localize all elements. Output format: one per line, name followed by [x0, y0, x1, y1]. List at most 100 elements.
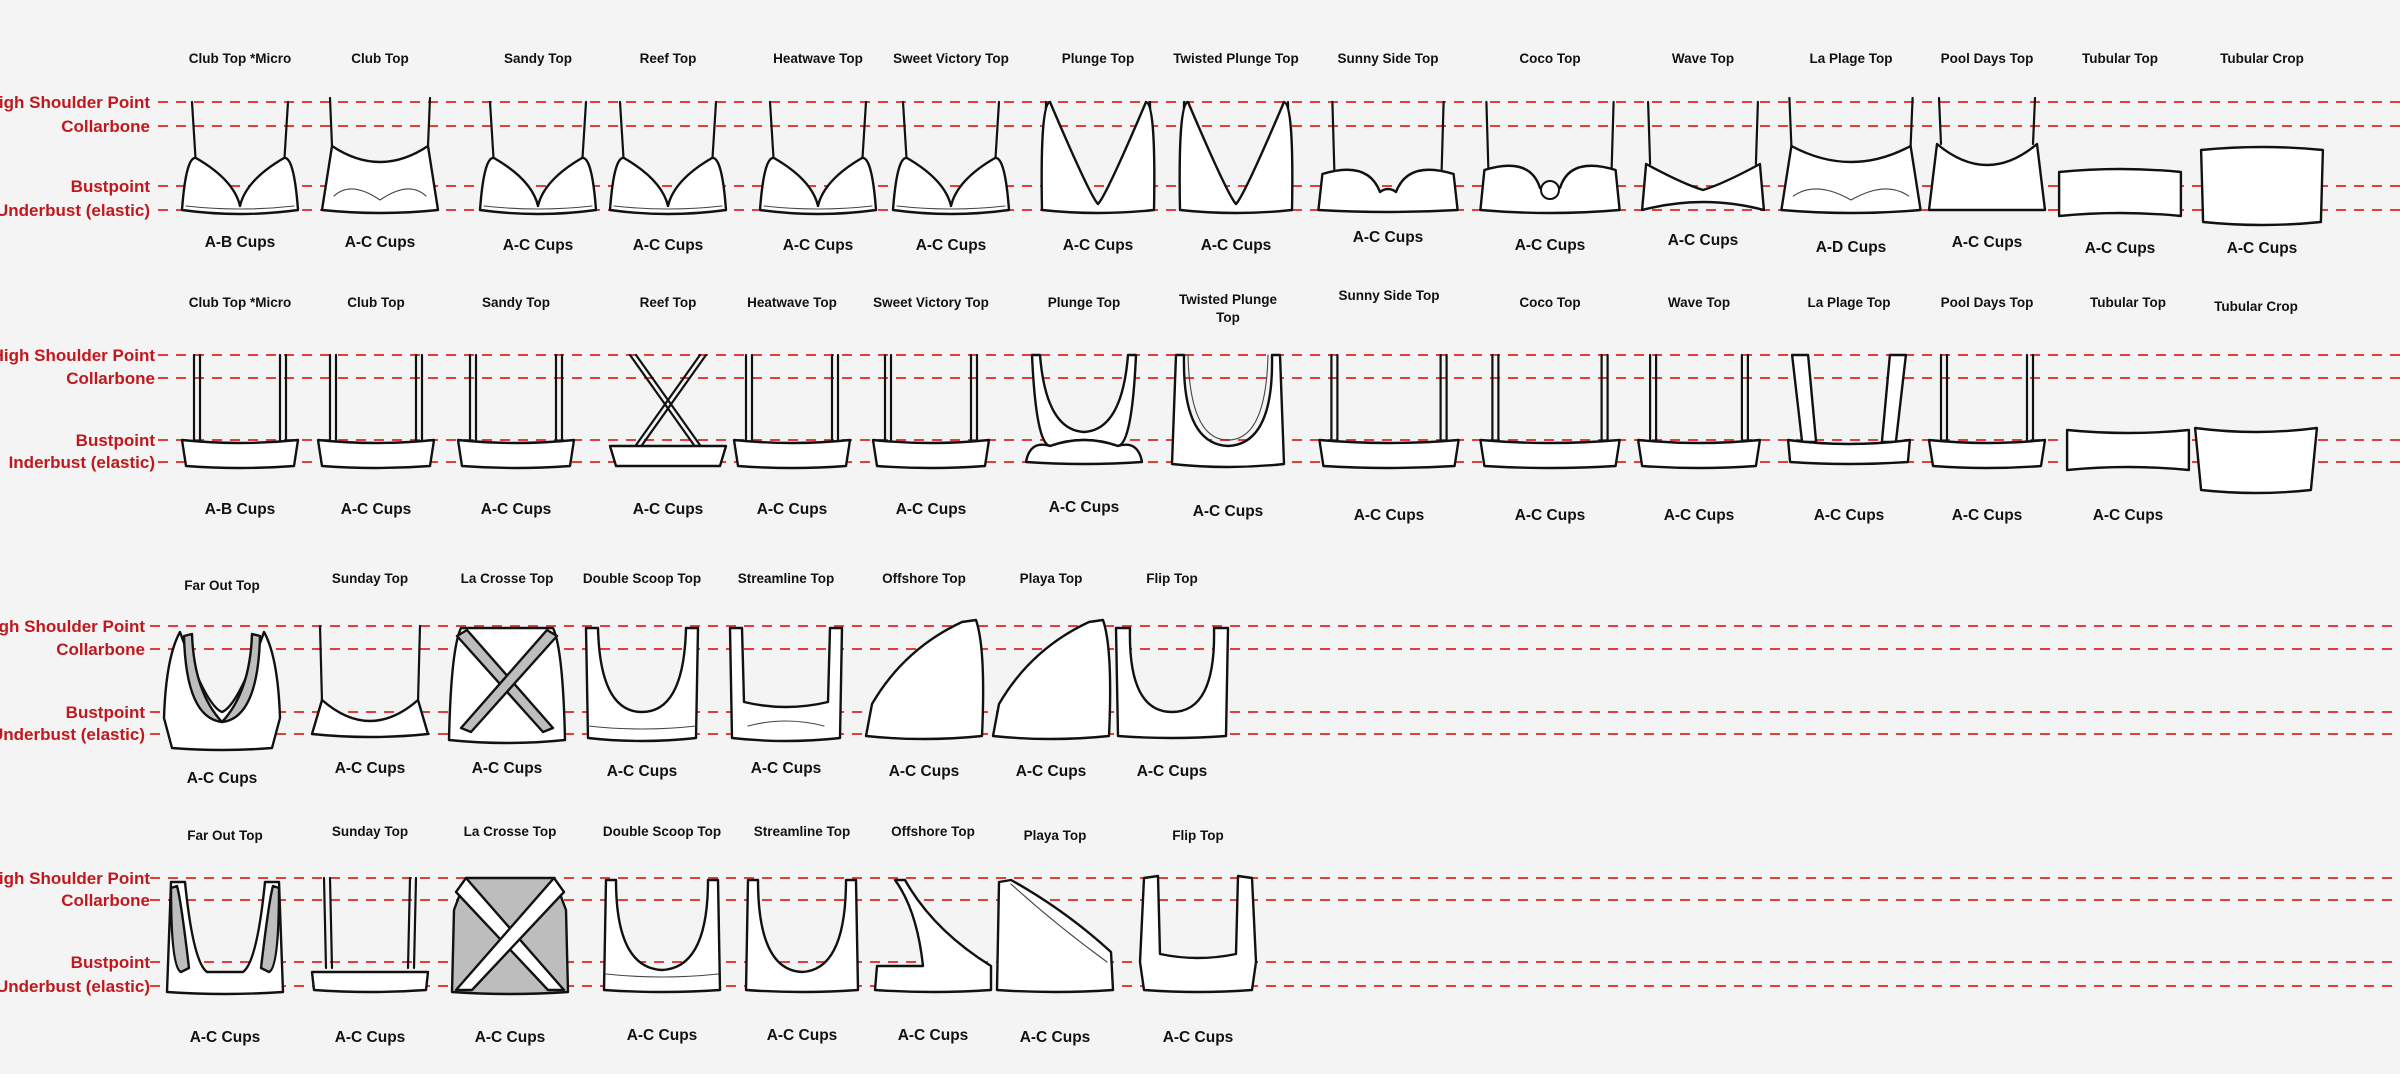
item-name-front-2-6: Playa Top — [1020, 571, 1083, 586]
garment-front-1-10 — [1640, 100, 1766, 212]
garment-front-2-1 — [310, 624, 430, 739]
item-name-back-1-6: Plunge Top — [1048, 295, 1121, 310]
item-name-front-1-7: Twisted Plunge Top — [1173, 51, 1299, 66]
item-name-back-1-14: Tubular Crop — [2214, 299, 2298, 314]
garment-back-1-12 — [1927, 353, 2047, 470]
cup-size-back-2-2: A-C Cups — [475, 1029, 546, 1046]
ref-label-back-1-1: Collarbone — [66, 369, 155, 388]
cup-size-back-1-3: A-C Cups — [633, 501, 704, 518]
cup-size-front-1-6: A-C Cups — [1063, 237, 1134, 254]
cup-size-front-1-8: A-C Cups — [1353, 229, 1424, 246]
cup-size-back-2-6: A-C Cups — [1020, 1029, 1091, 1046]
garment-front-1-7 — [1178, 100, 1294, 215]
item-name-front-1-11: La Plage Top — [1809, 51, 1892, 66]
item-name-back-2-0: Far Out Top — [187, 828, 263, 843]
item-name-back-2-6: Playa Top — [1024, 828, 1087, 843]
garment-back-2-4 — [744, 878, 860, 994]
garment-back-1-0 — [180, 353, 300, 470]
item-name-back-1-8: Sunny Side Top — [1339, 288, 1440, 303]
garment-back-1-7 — [1170, 353, 1286, 469]
item-name-front-1-9: Coco Top — [1519, 51, 1580, 66]
item-name-front-1-8: Sunny Side Top — [1338, 51, 1439, 66]
item-name-front-1-1: Club Top — [351, 51, 408, 66]
cup-size-back-1-11: A-C Cups — [1814, 507, 1885, 524]
item-name-front-1-2: Sandy Top — [504, 51, 572, 66]
ref-label-back-1-2: Bustpoint — [76, 431, 156, 450]
garment-back-2-2 — [450, 876, 570, 996]
item-name-back-1-11: La Plage Top — [1807, 295, 1890, 310]
garment-illustrations — [162, 96, 2325, 996]
cup-size-front-1-11: A-D Cups — [1816, 239, 1887, 256]
garment-front-2-4 — [728, 626, 844, 743]
garment-back-1-11 — [1786, 353, 1912, 466]
ref-label-front-1-3: Underbust (elastic) — [0, 201, 150, 220]
item-name-back-1-10: Wave Top — [1668, 295, 1730, 310]
item-name-back-2-2: La Crosse Top — [464, 824, 557, 839]
garment-back-2-1 — [310, 876, 430, 994]
garment-front-1-4 — [758, 100, 878, 216]
item-name-front-2-3: Double Scoop Top — [583, 571, 701, 586]
cup-size-back-2-5: A-C Cups — [898, 1027, 969, 1044]
garment-back-2-3 — [602, 878, 722, 994]
item-name-front-2-4: Streamline Top — [738, 571, 835, 586]
item-name-front-1-3: Reef Top — [640, 51, 697, 66]
ref-label-front-1-0: High Shoulder Point — [0, 93, 150, 112]
garment-front-1-6 — [1040, 100, 1156, 215]
garment-front-1-9 — [1479, 100, 1621, 215]
garment-back-1-13 — [2065, 428, 2191, 472]
cup-size-front-1-4: A-C Cups — [783, 237, 854, 254]
cup-size-front-1-0: A-B Cups — [205, 234, 276, 251]
garment-front-1-8 — [1317, 100, 1459, 214]
garment-front-1-1 — [320, 96, 440, 215]
cup-size-front-1-5: A-C Cups — [916, 237, 987, 254]
item-name-front-2-0: Far Out Top — [184, 578, 260, 593]
garment-front-2-7 — [1114, 626, 1230, 740]
item-name-front-2-7: Flip Top — [1146, 571, 1197, 586]
item-name-back-1-7-b: Top — [1216, 310, 1240, 325]
garment-front-2-3 — [584, 626, 700, 743]
item-name-front-2-2: La Crosse Top — [461, 571, 554, 586]
cup-size-front-2-6: A-C Cups — [1016, 763, 1087, 780]
cup-size-front-1-7: A-C Cups — [1201, 237, 1272, 254]
garment-back-1-1 — [316, 353, 436, 470]
cup-size-back-2-7: A-C Cups — [1163, 1029, 1234, 1046]
garment-back-2-7 — [1138, 874, 1258, 994]
cup-size-front-1-2: A-C Cups — [503, 237, 574, 254]
item-name-back-1-1: Club Top — [347, 295, 404, 310]
cup-size-back-2-0: A-C Cups — [190, 1029, 261, 1046]
garment-front-1-14 — [2199, 145, 2325, 227]
item-name-front-1-6: Plunge Top — [1062, 51, 1135, 66]
item-name-front-1-13: Tubular Top — [2082, 51, 2158, 66]
garment-front-1-0 — [180, 100, 300, 216]
ref-label-back-2-3: Underbust (elastic) — [0, 977, 150, 996]
garment-back-2-5 — [873, 878, 993, 994]
item-name-back-1-2: Sandy Top — [482, 295, 550, 310]
cup-size-back-1-6: A-C Cups — [1049, 499, 1120, 516]
item-name-back-2-5: Offshore Top — [891, 824, 975, 839]
garment-back-1-8 — [1318, 353, 1460, 470]
ref-label-back-2-0: High Shoulder Point — [0, 869, 150, 888]
cup-size-back-1-2: A-C Cups — [481, 501, 552, 518]
cup-size-front-2-3: A-C Cups — [607, 763, 678, 780]
cup-size-back-2-1: A-C Cups — [335, 1029, 406, 1046]
cup-size-back-1-0: A-B Cups — [205, 501, 276, 518]
text-labels: High Shoulder PointCollarboneBustpointUn… — [0, 51, 2304, 1046]
cup-size-front-1-14: A-C Cups — [2227, 240, 2298, 257]
garment-back-1-9 — [1479, 353, 1621, 470]
ref-label-back-1-3: Inderbust (elastic) — [9, 453, 155, 472]
item-name-back-2-1: Sunday Top — [332, 824, 408, 839]
cup-size-back-1-13: A-C Cups — [2093, 507, 2164, 524]
ref-label-back-1-0: High Shoulder Point — [0, 346, 155, 365]
cup-size-front-2-1: A-C Cups — [335, 760, 406, 777]
ref-label-front-2-0: High Shoulder Point — [0, 617, 145, 636]
ref-label-front-2-3: Underbust (elastic) — [0, 725, 145, 744]
cup-size-front-1-9: A-C Cups — [1515, 237, 1586, 254]
cup-size-front-2-2: A-C Cups — [472, 760, 543, 777]
garment-back-1-4 — [732, 353, 852, 470]
cup-size-front-1-3: A-C Cups — [633, 237, 704, 254]
item-name-front-1-5: Sweet Victory Top — [893, 51, 1009, 66]
garment-back-1-5 — [871, 353, 991, 470]
cup-size-back-1-4: A-C Cups — [757, 501, 828, 518]
garment-front-2-5 — [864, 618, 985, 741]
